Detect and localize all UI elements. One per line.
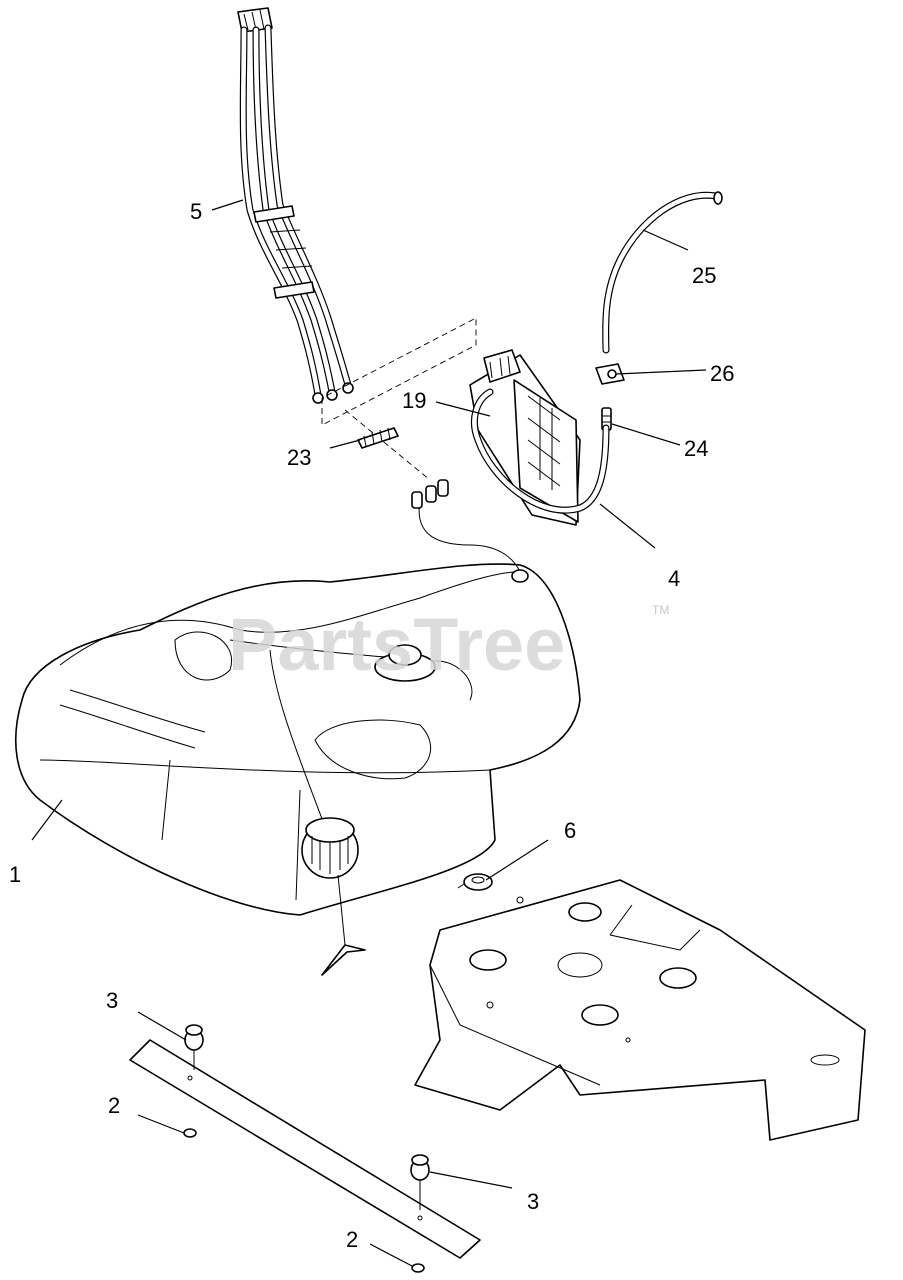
clip-part-23[interactable]: [357, 427, 399, 449]
vent-hose-part-25[interactable]: [602, 191, 723, 354]
callout-26: 26: [710, 361, 734, 386]
leader-lines: [31, 199, 707, 1267]
mounting-plate[interactable]: [414, 879, 866, 1141]
nut-part-2-right[interactable]: [411, 1263, 425, 1273]
callout-2-left: 2: [108, 1093, 120, 1118]
bumper-part-3-right[interactable]: [410, 1154, 430, 1210]
canister-bracket-part-19[interactable]: [469, 349, 581, 526]
callout-4: 4: [668, 566, 680, 591]
fuel-tank-part-1[interactable]: [14, 479, 581, 976]
callout-3-right: 3: [527, 1189, 539, 1214]
hose-clamp-part-26[interactable]: [595, 363, 625, 385]
callout-25: 25: [692, 263, 716, 288]
watermark-trademark: TM: [652, 603, 669, 617]
grommet-part-6[interactable]: [457, 873, 493, 891]
hose-bundle-part-5[interactable]: [237, 7, 354, 404]
watermark-text: PartsTree: [228, 603, 565, 686]
callout-19: 19: [402, 388, 426, 413]
callout-6: 6: [564, 818, 576, 843]
callout-2-right: 2: [346, 1227, 358, 1252]
bumper-part-3-left[interactable]: [184, 1024, 204, 1070]
callout-23: 23: [287, 445, 311, 470]
vent-line-part-4[interactable]: [471, 388, 610, 514]
callout-1: 1: [9, 862, 21, 887]
callout-3-left: 3: [106, 988, 118, 1013]
callout-24: 24: [684, 436, 708, 461]
nut-part-2-left[interactable]: [183, 1128, 197, 1138]
tank-strap[interactable]: [129, 1039, 481, 1259]
callout-5: 5: [190, 199, 202, 224]
